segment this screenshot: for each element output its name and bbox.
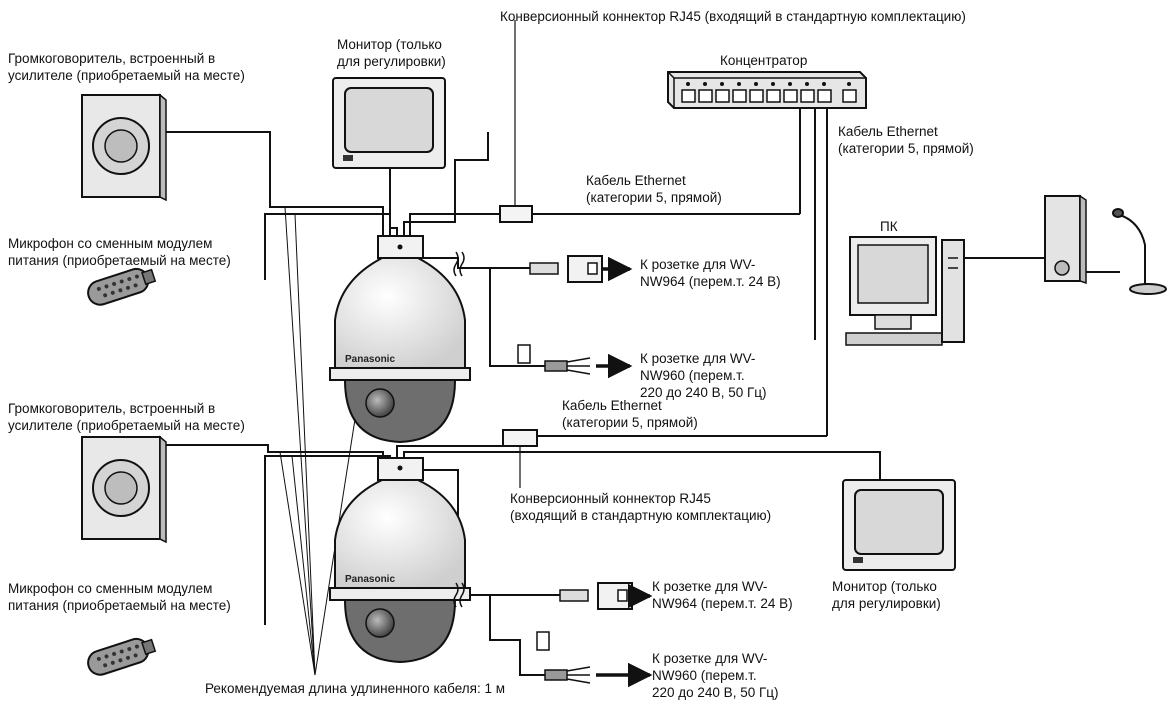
monitor-icon [332, 77, 446, 169]
outlet-nw964-label-top: К розетке для WV- NW964 (перем.т. 24 В) [640, 257, 781, 289]
ethernet-label-hub-pc: Кабель Ethernet (категории 5, прямой) [838, 124, 974, 156]
extension-cable-length-label: Рекомендуемая длина удлиненного кабеля: … [205, 681, 506, 696]
camera-brand: Panasonic [345, 574, 395, 585]
dome-camera-icon: Panasonic [329, 457, 471, 664]
rj45-connector-label-bottom: Конверсионный коннектор RJ45 (входящий в… [510, 491, 772, 523]
monitor-label-top: Монитор (только для регулировки) [337, 37, 446, 69]
power-plug-icon [559, 582, 633, 610]
hub-icon [667, 71, 867, 109]
pc-label: ПК [880, 219, 898, 234]
outlet-nw960-label-bottom: К розетке для WV- NW960 (перем.т. 220 до… [652, 651, 779, 700]
speaker-label-top: Громкоговоритель, встроенный в усилителе… [8, 51, 245, 83]
rj45-connector-label-top: Конверсионный коннектор RJ45 (входящий в… [500, 9, 966, 24]
ethernet-label-camera-2: Кабель Ethernet (категории 5, прямой) [562, 398, 698, 430]
speaker-icon [1044, 194, 1087, 285]
power-plug-icon [529, 255, 603, 283]
outlet-nw960-label-top: К розетке для WV- NW960 (перем.т. 220 до… [640, 351, 767, 400]
rj45-connector-icon [499, 205, 533, 223]
monitor-label-bottom: Монитор (только для регулировки) [832, 579, 941, 611]
speaker-icon [81, 93, 167, 202]
rj45-connector-icon [502, 429, 538, 447]
ethernet-label-camera-1: Кабель Ethernet (категории 5, прямой) [586, 173, 722, 205]
cables [160, 20, 1120, 676]
microphone-label-bottom: Микрофон со сменным модулем питания (при… [8, 581, 231, 613]
dome-camera-icon: Panasonic [329, 235, 471, 444]
microphone-icon [87, 267, 157, 306]
hub-label: Концентратор [720, 53, 808, 68]
pc-icon [845, 236, 965, 346]
speaker-label-bottom: Громкоговоритель, встроенный в усилителе… [8, 401, 245, 433]
camera-brand: Panasonic [345, 354, 395, 365]
microphone-label-top: Микрофон со сменным модулем питания (при… [8, 236, 231, 268]
power-plug-icon [517, 344, 591, 375]
monitor-icon [842, 479, 956, 571]
speaker-icon [81, 435, 167, 544]
outlet-nw964-label-bottom: К розетке для WV- NW964 (перем.т. 24 В) [652, 579, 793, 611]
power-plug-icon [536, 631, 591, 684]
microphone-icon [87, 637, 157, 676]
microphone-icon [1112, 208, 1167, 295]
